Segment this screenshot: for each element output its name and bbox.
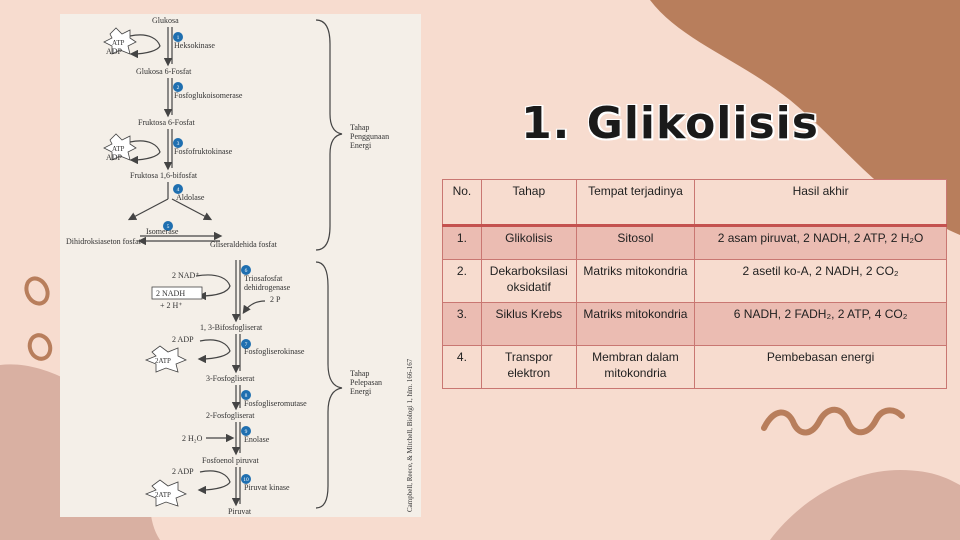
step-marker-6 [241,265,251,275]
compound-g3p: Gliseraldehida fosfat [210,240,278,249]
slide-title: 1. Glikolisis [521,98,819,149]
cell-tahap: Glikolisis [480,225,577,260]
cell-tahap: Transpor elektron [480,345,577,389]
step-number-3: 3 [177,141,180,147]
table-header-row: No. Tahap Tempat terjadinya Hasil akhir [442,179,947,226]
atp2-burst-1 [144,345,187,373]
step-number-9: 9 [245,429,248,435]
nadh-label: 2 NADH [156,289,185,298]
cell-tempat: Membran dalam mitokondria [575,345,696,389]
adp-label-2: ADP [106,153,123,162]
atp-burst-2 [103,133,137,161]
cell-tempat: Sitosol [575,225,696,260]
decorative-rings [24,276,53,361]
enzyme-fosfoglukoisomerase: Fosfoglukoisomerase [174,91,243,100]
nad-label: 2 NAD⁺ [172,271,200,280]
enzyme-aldolase: Aldolase [176,193,205,202]
step-marker-8 [241,390,251,400]
step-number-2: 2 [177,85,180,91]
step-marker-7 [241,339,251,349]
cell-hasil: 6 NADH, 2 FADH₂, 2 ATP, 4 CO₂ [694,302,947,346]
compound-glukosa-6-fosfat: Glukosa 6-Fosfat [136,67,192,76]
compound-bifosfogliserat: 1, 3-Bifosfogliserat [200,323,263,332]
atp2-burst-2 [144,479,187,507]
cell-tahap: Siklus Krebs [480,302,577,346]
table-row: 4. Transpor elektron Membran dalam mitok… [442,345,947,389]
adp2-label-2: 2 ADP [172,467,194,476]
cell-no: 3. [442,302,482,346]
cell-no: 2. [442,259,482,303]
enzyme-heksokinase: Heksokinase [174,41,215,50]
atp2-label-2: 2ATP [155,491,171,499]
cell-hasil: 2 asam piruvat, 2 NADH, 2 ATP, 2 H₂O [694,225,947,260]
table-row: 1. Glikolisis Sitosol 2 asam piruvat, 2 … [442,225,947,260]
glycolysis-diagram: Glukosa Glukosa 6-Fosfat Fruktosa 6-Fosf… [60,14,421,517]
step-number-7: 7 [245,342,248,348]
atp-label-1: ATP [112,39,125,47]
enzyme-fosfofruktokinase: Fosfofruktokinase [174,147,233,156]
adp2-label-1: 2 ADP [172,335,194,344]
step-number-10: 10 [243,477,249,483]
step-number-4: 4 [177,187,180,193]
cell-tempat: Matriks mitokondria [575,302,696,346]
phase-payoff-label-3: Energi [350,387,372,396]
compound-fruktosa-bifosfat: Fruktosa 1,6-bifosfat [130,171,198,180]
respiration-stages-table: No. Tahap Tempat terjadinya Hasil akhir … [442,179,947,389]
decorative-squiggle [761,406,905,436]
compound-piruvat: Piruvat [228,507,252,516]
cell-tempat: Matriks mitokondria [575,259,696,303]
step-number-5: 5 [167,224,170,230]
step-marker-10 [241,474,251,484]
cell-no: 4. [442,345,482,389]
cell-hasil: 2 asetil ko-A, 2 NADH, 2 CO₂ [694,259,947,303]
step-marker-4 [173,184,183,194]
phase-payoff-label-1: Tahap [350,369,369,378]
compound-fosfoenol-piruvat: Fosfoenol piruvat [202,456,259,465]
adp-label-1: ADP [106,47,123,56]
header-tempat: Tempat terjadinya [575,179,696,226]
table-row: 2. Dekarboksilasi oksidatif Matriks mito… [442,259,947,303]
compound-glukosa: Glukosa [152,16,179,25]
compound-fruktosa-6-fosfat: Fruktosa 6-Fosfat [138,118,195,127]
enzyme-isomerase: Isomerase [146,227,179,236]
step-number-1: 1 [177,35,180,41]
compound-dhap: Dihidroksiaseton fosfat [66,237,142,246]
enzyme-dehidrogenase: dehidrogenase [244,283,291,292]
enzyme-fosfogliseromutase: Fosfogliseromutase [244,399,307,408]
step-marker-5 [163,221,173,231]
h-label: + 2 H⁺ [160,301,183,310]
citation-text: Campbell, Reece, & Mitchell, Biologi 1, … [406,358,414,512]
step-number-6: 6 [245,268,248,274]
phase-investment-label-2: Penggunaan [350,132,389,141]
header-no: No. [442,179,482,226]
enzyme-fosfogliserokinase: Fosfogliserokinase [244,347,305,356]
header-tahap: Tahap [480,179,577,226]
enzyme-enolase: Enolase [244,435,270,444]
phase-investment-label-1: Tahap [350,123,369,132]
step-marker-2 [173,82,183,92]
table-row: 3. Siklus Krebs Matriks mitokondria 6 NA… [442,302,947,346]
compound-2-fosfogliserat: 2-Fosfogliserat [206,411,255,420]
h2o-label: 2 H₂O [182,434,203,443]
header-hasil: Hasil akhir [694,179,947,226]
step-marker-9 [241,426,251,436]
compound-3-fosfogliserat: 3-Fosfogliserat [206,374,255,383]
step-marker-1 [173,32,183,42]
phase-investment-label-3: Energi [350,141,372,150]
atp-label-2: ATP [112,145,125,153]
pi-label: 2 P [270,295,281,304]
cell-tahap: Dekarboksilasi oksidatif [480,259,577,303]
atp2-label-1: 2ATP [155,357,171,365]
cell-no: 1. [442,225,482,260]
cell-hasil: Pembebasan energi [694,345,947,389]
enzyme-piruvat-kinase: Piruvat kinase [244,483,290,492]
atp-burst-1 [103,27,137,55]
nadh-box [151,286,203,300]
step-marker-3 [173,138,183,148]
enzyme-triosafosfat: Triosafosfat [244,274,283,283]
phase-payoff-label-2: Pelepasan [350,378,382,387]
step-number-8: 8 [245,393,248,399]
